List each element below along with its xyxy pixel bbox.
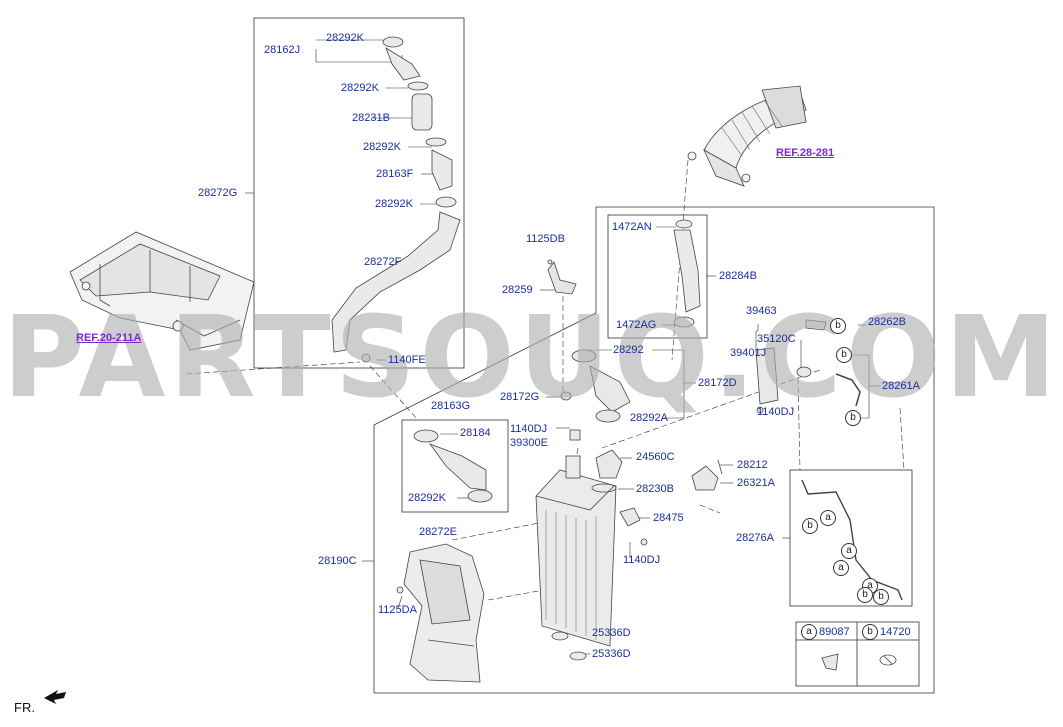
part-label-28292k[interactable]: 28292K — [408, 492, 446, 504]
part-label-28292a[interactable]: 28292A — [630, 412, 668, 424]
part-label-28230b[interactable]: 28230B — [636, 483, 674, 495]
callout-a: a — [841, 543, 857, 559]
part-label-1125da[interactable]: 1125DA — [378, 604, 417, 616]
part-label-28259[interactable]: 28259 — [502, 284, 533, 296]
part-label-1472an[interactable]: 1472AN — [612, 221, 652, 233]
box-28284b — [607, 214, 708, 339]
part-label-28475[interactable]: 28475 — [653, 512, 684, 524]
shroud-28190c-illustration — [396, 543, 485, 683]
ref-link-28-281[interactable]: REF.28-281 — [776, 147, 835, 159]
part-label-28190c[interactable]: 28190C — [318, 555, 357, 567]
callout-b: b — [802, 518, 818, 534]
part-label-39401j[interactable]: 39401J — [730, 347, 767, 359]
hose-28184-illustration — [413, 429, 493, 503]
part-label-28292k[interactable]: 28292K — [375, 198, 413, 210]
part-label-28284b[interactable]: 28284B — [719, 270, 757, 282]
part-label-24560c[interactable]: 24560C — [636, 451, 675, 463]
bracket-28259-illustration — [547, 259, 577, 295]
air-duct-illustration — [687, 85, 807, 187]
part-label-28261a[interactable]: 28261A — [882, 380, 920, 392]
part-label-28172d[interactable]: 28172D — [698, 377, 737, 389]
callout-b: b — [830, 318, 846, 334]
part-label-28272e[interactable]: 28272E — [419, 526, 457, 538]
part-label-28272g[interactable]: 28272G — [198, 187, 238, 199]
part-label-1140dj[interactable]: 1140DJ — [623, 554, 661, 566]
part-label-39463[interactable]: 39463 — [746, 305, 777, 317]
callout-b: b — [845, 410, 861, 426]
sensor-24560c-illustration — [569, 429, 648, 546]
part-label-1140fe[interactable]: 1140FE — [388, 354, 426, 366]
main-frame — [373, 206, 935, 694]
orientation-label: FR. — [14, 700, 35, 715]
part-label-28276a[interactable]: 28276A — [736, 532, 774, 544]
legend-b-code: b — [862, 624, 878, 640]
legend-a-part[interactable]: 89087 — [819, 626, 850, 638]
part-label-1140dj[interactable]: 1140DJ — [510, 423, 548, 435]
part-label-39300e[interactable]: 39300E — [510, 437, 548, 449]
part-label-1140dj[interactable]: 1140DJ — [757, 406, 795, 418]
sensor-26321a-illustration — [691, 459, 723, 491]
part-label-1125db[interactable]: 1125DB — [526, 233, 565, 245]
part-label-28162j[interactable]: 28162J — [264, 44, 301, 56]
part-label-28292k[interactable]: 28292K — [326, 32, 364, 44]
part-label-28172g[interactable]: 28172G — [500, 391, 540, 403]
part-label-28272f[interactable]: 28272F — [364, 256, 402, 268]
part-label-25336d[interactable]: 25336D — [592, 627, 631, 639]
part-label-25336d[interactable]: 25336D — [592, 648, 631, 660]
part-label-28292[interactable]: 28292 — [613, 344, 644, 356]
fr-arrow-icon — [44, 690, 66, 704]
callout-b: b — [873, 589, 889, 605]
part-label-35120c[interactable]: 35120C — [757, 333, 796, 345]
hose-28261a-illustration — [835, 373, 861, 407]
hose-28172d-illustration — [560, 349, 631, 423]
part-label-28163g[interactable]: 28163G — [431, 400, 471, 412]
part-label-28231b[interactable]: 28231B — [352, 112, 390, 124]
part-label-28184[interactable]: 28184 — [460, 427, 491, 439]
part-label-26321a[interactable]: 26321A — [737, 477, 775, 489]
callout-a: a — [820, 510, 836, 526]
legend-a-code: a — [801, 624, 817, 640]
hose-group-frame — [253, 17, 465, 369]
part-label-28163f[interactable]: 28163F — [376, 168, 414, 180]
pipe-28276a-illustration — [801, 479, 903, 601]
part-label-1472ag[interactable]: 1472AG — [616, 319, 657, 331]
ref-link-20-211a[interactable]: REF.20-211A — [76, 332, 142, 344]
legend-b-part[interactable]: 14720 — [880, 626, 911, 638]
legend-box — [795, 621, 920, 687]
part-label-28292k[interactable]: 28292K — [363, 141, 401, 153]
callout-a: a — [833, 560, 849, 576]
intercooler-illustration — [535, 455, 617, 661]
hose-chain-illustration — [331, 36, 461, 363]
hose-28284b-illustration — [673, 219, 701, 328]
box-28276a — [789, 469, 913, 607]
callout-b: b — [836, 347, 852, 363]
box-28163g — [401, 419, 509, 513]
part-label-28262b[interactable]: 28262B — [868, 316, 906, 328]
callout-b: b — [857, 587, 873, 603]
bracket-39463-illustration — [755, 319, 827, 414]
part-label-28212[interactable]: 28212 — [737, 459, 768, 471]
part-label-28292k[interactable]: 28292K — [341, 82, 379, 94]
engine-block-illustration — [69, 231, 255, 351]
